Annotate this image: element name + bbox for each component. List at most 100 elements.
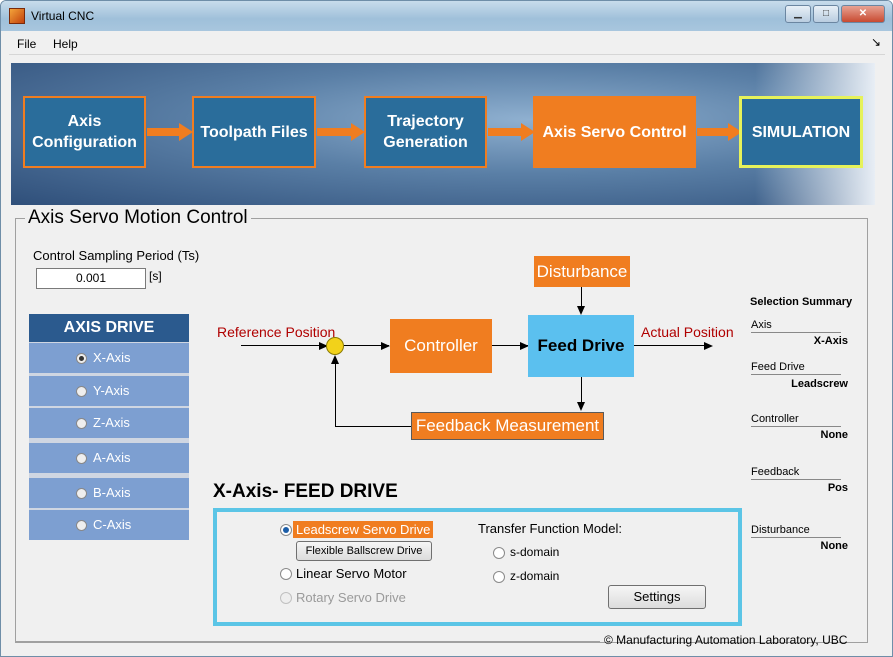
z-domain-radio[interactable] xyxy=(493,571,505,583)
summary-value: None xyxy=(820,540,849,552)
controller-block[interactable]: Controller xyxy=(390,319,492,373)
radio-icon[interactable] xyxy=(76,353,87,364)
rotary-drive-radio xyxy=(280,592,292,604)
step-label: Axis Servo Control xyxy=(542,123,687,141)
summary-key: Disturbance xyxy=(751,524,841,538)
menu-bar: File Help ↘ xyxy=(9,33,885,55)
summary-title: Selection Summary xyxy=(750,296,853,308)
signal-line xyxy=(492,345,528,346)
feedback-measurement-block[interactable]: Feedback Measurement xyxy=(411,412,604,440)
footer-divider xyxy=(15,641,600,642)
s-domain-radio[interactable] xyxy=(493,547,505,559)
summary-key: Controller xyxy=(751,413,841,427)
reference-position-label: Reference Position xyxy=(217,324,336,340)
panel-title: Axis Servo Motion Control xyxy=(25,207,251,229)
axis-item-a[interactable]: A-Axis xyxy=(29,443,189,473)
axis-label: Z-Axis xyxy=(93,415,130,430)
menu-file[interactable]: File xyxy=(17,37,37,51)
axis-label: Y-Axis xyxy=(93,383,130,398)
arrow-head-icon xyxy=(577,402,585,411)
arrow-head-icon xyxy=(319,342,328,350)
signal-line xyxy=(335,426,411,427)
arrow-icon xyxy=(317,123,365,141)
sampling-unit: [s] xyxy=(149,269,162,283)
axis-item-c[interactable]: C-Axis xyxy=(29,510,189,540)
minimize-button[interactable]: ▁ xyxy=(785,5,811,23)
feed-drive-block[interactable]: Feed Drive xyxy=(528,315,634,377)
axis-drive-list: AXIS DRIVE X-Axis Y-Axis Z-Axis A-Axis B… xyxy=(29,314,189,540)
axis-item-y[interactable]: Y-Axis xyxy=(29,376,189,406)
signal-line xyxy=(634,345,709,346)
summing-junction xyxy=(326,337,344,355)
radio-icon[interactable] xyxy=(76,386,87,397)
radio-icon[interactable] xyxy=(76,488,87,499)
arrow-icon xyxy=(488,123,535,141)
maximize-button[interactable]: □ xyxy=(813,5,839,23)
axis-item-z[interactable]: Z-Axis xyxy=(29,408,189,438)
axis-label: C-Axis xyxy=(93,517,132,532)
menu-help[interactable]: Help xyxy=(53,37,78,51)
axis-label: X-Axis xyxy=(93,350,131,365)
radio-icon[interactable] xyxy=(76,453,87,464)
axis-label: B-Axis xyxy=(93,485,131,500)
summary-value: Leadscrew xyxy=(791,378,848,390)
radio-icon[interactable] xyxy=(76,520,87,531)
close-button[interactable]: ✕ xyxy=(841,5,885,23)
summary-key: Feed Drive xyxy=(751,361,841,375)
sampling-period-input[interactable]: 0.001 xyxy=(36,268,146,289)
settings-button[interactable]: Settings xyxy=(608,585,706,609)
signal-line xyxy=(581,287,582,309)
arrow-head-icon xyxy=(331,355,339,364)
signal-line xyxy=(581,377,582,405)
disturbance-block[interactable]: Disturbance xyxy=(534,256,630,287)
summary-key: Axis xyxy=(751,319,841,333)
step-simulation[interactable]: SIMULATION xyxy=(739,96,863,168)
feed-drive-title: X-Axis- FEED DRIVE xyxy=(213,481,398,502)
step-label: SIMULATION xyxy=(751,123,851,141)
summary-value: None xyxy=(820,429,849,441)
step-label-line1: Trajectory xyxy=(387,113,464,130)
arrow-head-icon xyxy=(577,306,585,315)
step-label-line2: Generation xyxy=(383,134,468,151)
axis-label: A-Axis xyxy=(93,450,131,465)
footer-copyright: © Manufacturing Automation Laboratory, U… xyxy=(604,633,848,647)
step-label: Toolpath Files xyxy=(200,123,308,141)
step-toolpath-files[interactable]: Toolpath Files xyxy=(192,96,316,168)
summary-value: Pos xyxy=(827,482,848,494)
arrow-icon xyxy=(697,123,742,141)
app-icon xyxy=(9,8,25,24)
arrow-head-icon xyxy=(704,342,713,350)
summary-value: X-Axis xyxy=(813,335,848,347)
z-domain-label[interactable]: z-domain xyxy=(510,569,560,583)
arrow-head-icon xyxy=(381,342,390,350)
flexible-ballscrew-button[interactable]: Flexible Ballscrew Drive xyxy=(296,541,432,561)
transfer-function-label: Transfer Function Model: xyxy=(478,521,623,536)
s-domain-label[interactable]: s-domain xyxy=(510,545,560,559)
linear-motor-option-label[interactable]: Linear Servo Motor xyxy=(296,566,407,581)
summary-key: Feedback xyxy=(751,466,841,480)
rotary-drive-option-label: Rotary Servo Drive xyxy=(296,590,406,605)
signal-line xyxy=(335,358,336,426)
sampling-period-label: Control Sampling Period (Ts) xyxy=(33,248,200,263)
radio-icon[interactable] xyxy=(76,418,87,429)
axis-item-b[interactable]: B-Axis xyxy=(29,478,189,508)
signal-line xyxy=(241,345,326,346)
servo-control-panel xyxy=(15,218,868,643)
step-axis-servo-control[interactable]: Axis Servo Control xyxy=(533,96,696,168)
arrow-head-icon xyxy=(520,342,529,350)
arrow-icon xyxy=(147,123,193,141)
step-label-line2: Configuration xyxy=(32,134,137,151)
signal-line xyxy=(344,345,389,346)
axis-drive-title: AXIS DRIVE xyxy=(29,314,189,342)
leadscrew-option-label[interactable]: Leadscrew Servo Drive xyxy=(293,521,434,538)
axis-item-x[interactable]: X-Axis xyxy=(29,343,189,373)
menu-dock-arrow-icon[interactable]: ↘ xyxy=(870,35,881,49)
linear-motor-radio[interactable] xyxy=(280,568,292,580)
leadscrew-radio[interactable] xyxy=(280,524,292,536)
title-bar: Virtual CNC ▁ □ ✕ xyxy=(1,1,892,31)
step-label-line1: Axis xyxy=(67,113,102,130)
